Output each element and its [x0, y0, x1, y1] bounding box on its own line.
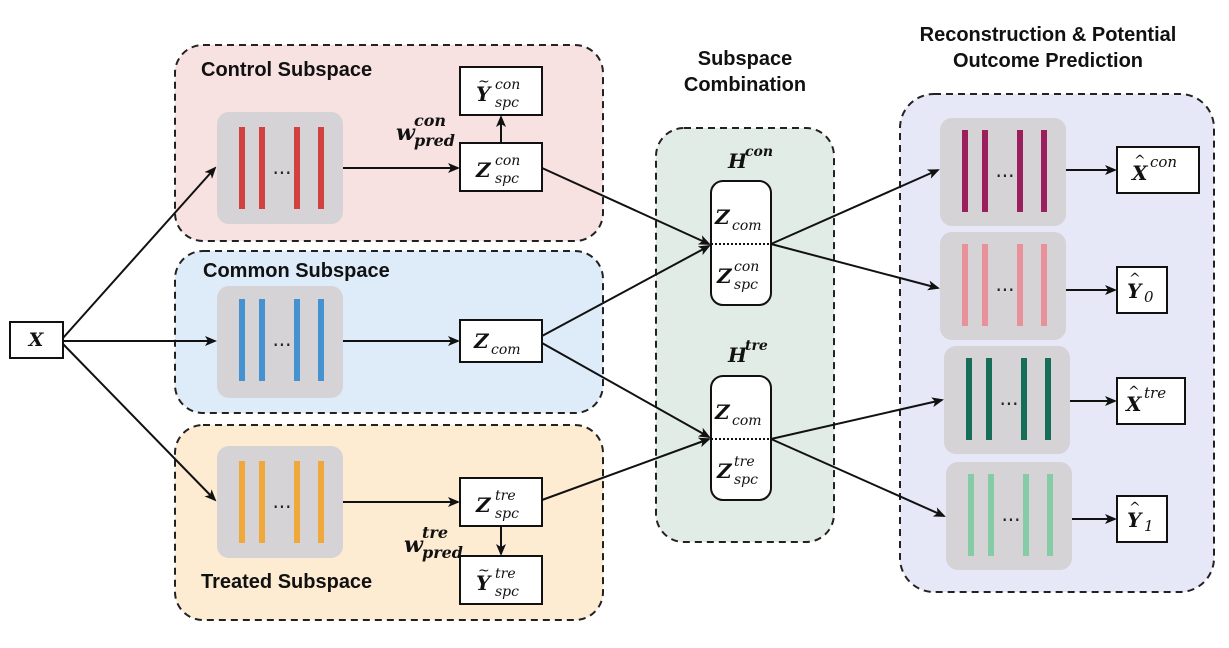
control-encoder-network: ... — [217, 112, 343, 224]
arrow-zcom-to-htre — [541, 342, 711, 438]
y-tilde-tre-tilde: ~ — [478, 563, 490, 579]
y-tilde-con-spc-box — [459, 66, 543, 116]
z-tre-symbol: Z — [475, 493, 492, 517]
y-hat-0-subscript: 0 — [1144, 288, 1154, 306]
h-con-zspc-symbol: Z — [716, 264, 733, 288]
treated-encoder-network: ... — [217, 446, 343, 558]
x-hat-con-symbol: X — [1130, 161, 1149, 185]
y-hat-0-symbol: Y — [1127, 279, 1143, 303]
h-con-superscript: con — [745, 144, 773, 160]
reconstruction-title-line1: Reconstruction & Potential — [920, 24, 1177, 46]
z-tre-spc-box — [459, 477, 543, 527]
x-hat-con-superscript: con — [1150, 153, 1177, 171]
w-pred-tre-subscript: pred — [422, 543, 463, 562]
h-tre-zspc-superscript: tre — [734, 454, 755, 470]
x-hat-tre-hat: ^ — [1128, 384, 1140, 400]
y-hat-0-box — [1116, 266, 1168, 314]
h-tre-zspc-symbol: Z — [716, 459, 733, 483]
y-tilde-con-symbol: Y — [476, 82, 492, 106]
common-encoder-network: ... — [217, 286, 343, 398]
z-com-subscript: com — [491, 342, 521, 358]
z-con-symbol: Z — [475, 158, 492, 182]
y1-predictor-network: ... — [946, 462, 1072, 570]
y-tilde-con-superscript: con — [495, 77, 520, 93]
control-subspace-title: Control Subspace — [201, 59, 372, 81]
common-ellipsis: ... — [272, 327, 291, 351]
x-hat-con-hat: ^ — [1134, 153, 1146, 169]
y0-ellipsis: ... — [995, 272, 1014, 296]
xtre-decoder-network: ... — [944, 346, 1070, 454]
y-hat-1-hat: ^ — [1129, 500, 1141, 516]
z-com-box — [459, 319, 543, 363]
y-hat-0-hat: ^ — [1129, 271, 1141, 287]
w-pred-tre-symbol: w — [404, 532, 424, 558]
y-hat-1-symbol: Y — [1127, 508, 1143, 532]
treated-ellipsis: ... — [272, 489, 291, 513]
h-con-zspc-superscript: con — [734, 259, 759, 275]
y-hat-1-box — [1116, 495, 1168, 543]
xtre-ellipsis: ... — [999, 386, 1018, 410]
y1-ellipsis: ... — [1001, 502, 1020, 526]
subspace-combination-title-line2: Combination — [684, 74, 806, 96]
arrow-x-to-control — [62, 166, 217, 339]
common-subspace-title: Common Subspace — [203, 260, 390, 282]
z-com-symbol: Z — [473, 329, 490, 353]
arrow-zcom-to-hcon — [541, 245, 711, 337]
z-tre-subscript: spc — [495, 506, 519, 522]
y-tilde-tre-spc-box — [459, 555, 543, 605]
y-hat-1-subscript: 1 — [1144, 517, 1154, 535]
h-tre-zspc-subscript: spc — [734, 472, 758, 488]
h-con-zspc-subscript: spc — [734, 277, 758, 293]
xcon-decoder-network: ... — [940, 118, 1066, 226]
w-pred-con-superscript: con — [414, 111, 446, 130]
y-tilde-tre-subscript: spc — [495, 584, 519, 600]
arrow-hcon-to-xcon-net — [770, 169, 940, 245]
h-tre-zcom-subscript: com — [732, 413, 762, 429]
z-con-superscript: con — [495, 153, 520, 169]
arrow-x-to-treated — [62, 343, 217, 502]
control-ellipsis: ... — [272, 155, 291, 179]
y-tilde-tre-symbol: Y — [476, 571, 492, 595]
arrow-ztre-to-htre — [541, 437, 711, 501]
h-con-symbol: H — [727, 149, 748, 173]
h-con-zcom-symbol: Z — [714, 205, 731, 229]
x-hat-tre-superscript: tre — [1144, 384, 1166, 402]
input-x-label: X — [28, 329, 45, 351]
z-con-subscript: spc — [495, 171, 519, 187]
z-tre-superscript: tre — [495, 488, 516, 504]
reconstruction-title-line2: Outcome Prediction — [953, 50, 1143, 72]
subspace-combination-title-line1: Subspace — [698, 48, 792, 70]
y0-predictor-network: ... — [940, 232, 1066, 340]
z-con-spc-box — [459, 142, 543, 192]
h-tre-symbol: H — [727, 343, 748, 367]
w-pred-con-symbol: w — [396, 120, 416, 146]
x-hat-con-box — [1116, 146, 1200, 194]
y-tilde-tre-superscript: tre — [495, 566, 516, 582]
arrow-htre-to-xtre-net — [770, 397, 944, 440]
w-pred-tre-superscript: tre — [422, 523, 448, 542]
arrow-zcon-to-hcon — [541, 167, 711, 245]
arrow-hcon-to-y0-net — [770, 243, 940, 291]
h-tre-superscript: tre — [745, 338, 768, 354]
y-tilde-con-subscript: spc — [495, 95, 519, 111]
h-con-zcom-subscript: com — [732, 218, 762, 234]
input-x-box — [9, 321, 64, 359]
x-hat-tre-symbol: X — [1124, 392, 1143, 416]
x-hat-tre-box — [1116, 377, 1186, 425]
h-tre-zcom-symbol: Z — [714, 400, 731, 424]
treated-subspace-title: Treated Subspace — [201, 571, 372, 593]
arrow-htre-to-y1-net — [770, 438, 946, 517]
y-tilde-con-tilde: ~ — [478, 74, 490, 90]
w-pred-con-subscript: pred — [414, 131, 455, 150]
xcon-ellipsis: ... — [995, 158, 1014, 182]
